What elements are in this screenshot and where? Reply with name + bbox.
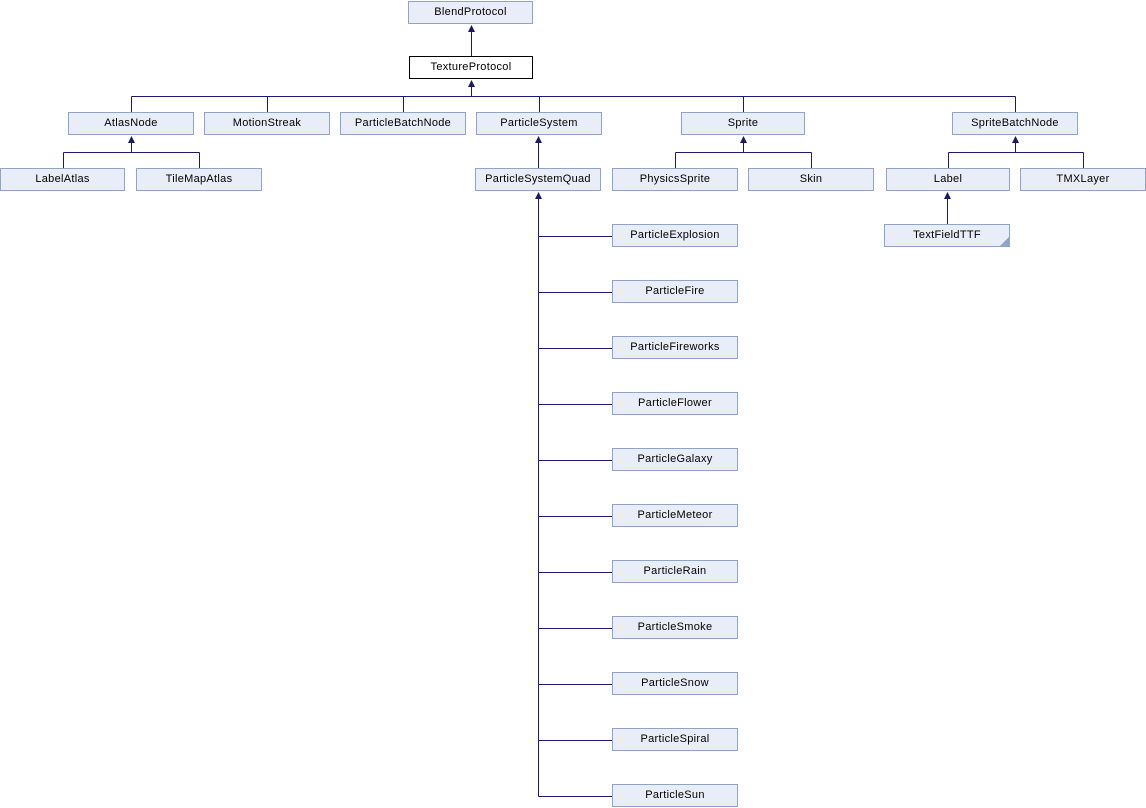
class-node-ParticleSystem[interactable]: ParticleSystem [476, 112, 602, 135]
class-node-ParticleMeteor[interactable]: ParticleMeteor [612, 504, 738, 527]
class-node-ParticleExplosion[interactable]: ParticleExplosion [612, 224, 738, 247]
class-label: BlendProtocol [434, 6, 507, 18]
class-node-TileMapAtlas[interactable]: TileMapAtlas [136, 168, 262, 191]
class-label: PhysicsSprite [639, 173, 711, 185]
arrowhead-icon [535, 192, 542, 199]
class-node-ParticleFlower[interactable]: ParticleFlower [612, 392, 738, 415]
class-node-PhysicsSprite[interactable]: PhysicsSprite [612, 168, 738, 191]
class-node-ParticleFireworks[interactable]: ParticleFireworks [612, 336, 738, 359]
class-node-TMXLayer[interactable]: TMXLayer [1020, 168, 1146, 191]
class-node-ParticleFire[interactable]: ParticleFire [612, 280, 738, 303]
class-node-LabelAtlas[interactable]: LabelAtlas [0, 168, 125, 191]
class-label: SpriteBatchNode [971, 117, 1059, 129]
class-label: ParticleFire [645, 285, 705, 297]
class-node-ParticleSpiral[interactable]: ParticleSpiral [612, 728, 738, 751]
class-label: ParticleSystem [500, 117, 578, 129]
arrowhead-icon [944, 192, 951, 199]
class-label: ParticleExplosion [630, 229, 720, 241]
class-label: ParticleFlower [638, 397, 712, 409]
class-node-ParticleSnow[interactable]: ParticleSnow [612, 672, 738, 695]
class-node-ParticleSun[interactable]: ParticleSun [612, 784, 738, 807]
class-node-Sprite[interactable]: Sprite [681, 112, 805, 135]
class-label: Sprite [727, 117, 759, 129]
class-label: ParticleSpiral [640, 733, 710, 745]
class-label: ParticleRain [643, 565, 707, 577]
class-node-ParticleGalaxy[interactable]: ParticleGalaxy [612, 448, 738, 471]
class-label: ParticleSun [645, 789, 705, 801]
class-label: AtlasNode [104, 117, 158, 129]
class-label: TextureProtocol [430, 61, 512, 73]
arrowhead-icon [468, 80, 475, 87]
arrowhead-icon [468, 25, 475, 32]
class-node-BlendProtocol[interactable]: BlendProtocol [408, 1, 533, 24]
arrowhead-icon [740, 136, 747, 143]
class-label: TextFieldTTF [913, 229, 981, 241]
arrowhead-icon [535, 136, 542, 143]
class-node-ParticleBatchNode[interactable]: ParticleBatchNode [340, 112, 466, 135]
arrowhead-icon [128, 136, 135, 143]
class-label: ParticleBatchNode [354, 117, 452, 129]
class-node-MotionStreak[interactable]: MotionStreak [204, 112, 330, 135]
class-node-TextureProtocol[interactable]: TextureProtocol [409, 56, 533, 79]
class-node-ParticleRain[interactable]: ParticleRain [612, 560, 738, 583]
class-label: ParticleMeteor [637, 509, 713, 521]
truncated-corner-icon [1000, 237, 1009, 246]
class-label: TileMapAtlas [165, 173, 233, 185]
class-node-ParticleSmoke[interactable]: ParticleSmoke [612, 616, 738, 639]
class-label: ParticleSnow [641, 677, 709, 689]
class-node-SpriteBatchNode[interactable]: SpriteBatchNode [952, 112, 1078, 135]
class-label: ParticleFireworks [630, 341, 720, 353]
class-label: MotionStreak [232, 117, 302, 129]
class-node-Label[interactable]: Label [886, 168, 1010, 191]
class-label: ParticleGalaxy [637, 453, 713, 465]
class-label: TMXLayer [1056, 173, 1110, 185]
class-node-AtlasNode[interactable]: AtlasNode [68, 112, 194, 135]
class-label: Label [933, 173, 963, 185]
class-label: LabelAtlas [35, 173, 90, 185]
class-node-Skin[interactable]: Skin [748, 168, 874, 191]
class-label: Skin [799, 173, 823, 185]
arrowhead-icon [1012, 136, 1019, 143]
class-label: ParticleSystemQuad [485, 173, 591, 185]
class-node-ParticleSystemQuad[interactable]: ParticleSystemQuad [475, 168, 601, 191]
class-node-TextFieldTTF[interactable]: TextFieldTTF [884, 224, 1010, 247]
class-label: ParticleSmoke [637, 621, 713, 633]
